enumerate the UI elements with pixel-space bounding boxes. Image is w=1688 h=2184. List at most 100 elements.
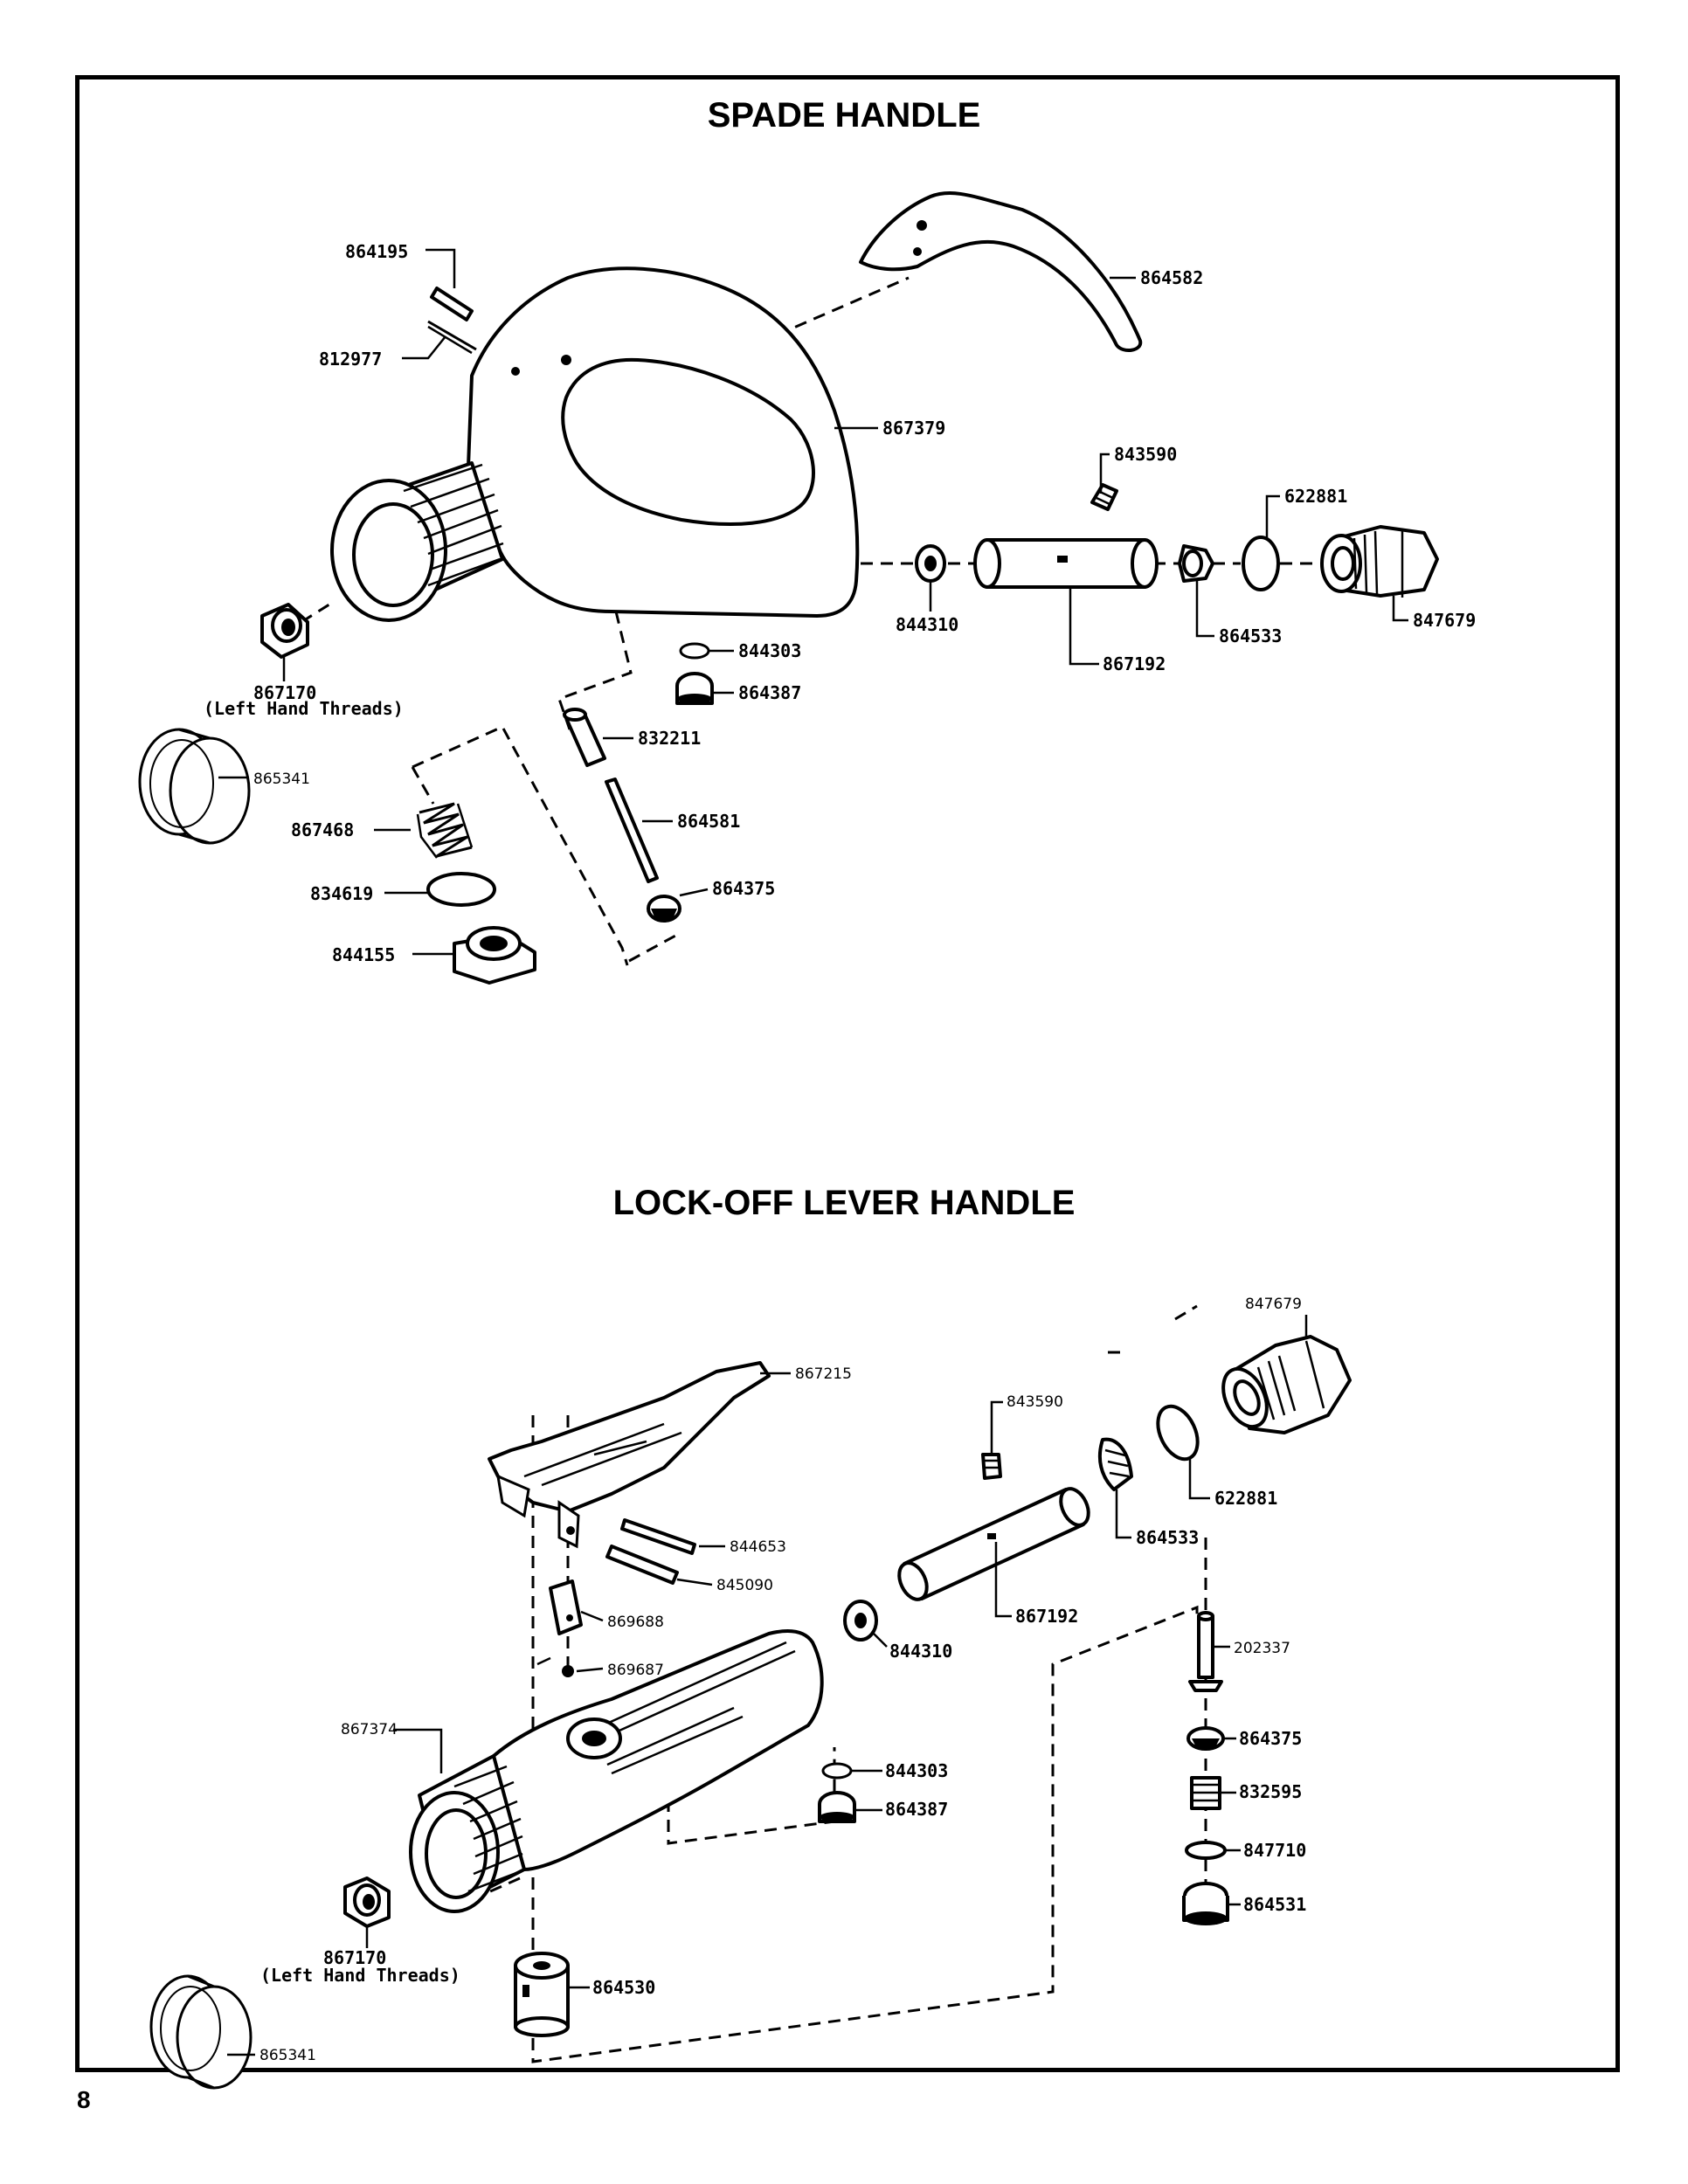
assembly-line-nozzle	[480, 1876, 521, 1897]
assembly-line-throttle	[667, 1747, 836, 1845]
assembly-line-inlet	[1108, 1304, 1198, 1354]
cap-864531	[1182, 1882, 1229, 1925]
inlet-bushing-867170	[260, 603, 309, 659]
throttle-body-864530	[514, 1952, 570, 2037]
assembly-line-throttle	[412, 725, 629, 966]
seal-844303	[679, 642, 710, 660]
ring-865341-lockoff	[149, 1974, 253, 2090]
spring-867468	[416, 802, 474, 859]
leader-867374	[393, 1728, 443, 1773]
valve-seat-864387-lockoff	[818, 1791, 856, 1823]
valve-seat-864387	[675, 672, 714, 705]
label-869687: 869687	[607, 1662, 664, 1679]
roll-pin-864195	[430, 287, 474, 321]
label-867170-lockoff: 867170	[323, 1947, 386, 1968]
o-ring-622881-lockoff	[1156, 1404, 1200, 1462]
label-864375: 864375	[712, 878, 775, 899]
cap-844155	[453, 926, 536, 985]
valve-stem-864581	[605, 778, 659, 883]
label-867170-note: (Left Hand Threads)	[204, 698, 404, 719]
filter-843590-lockoff	[981, 1453, 1002, 1480]
label-202337: 202337	[1234, 1640, 1290, 1657]
valve-864375-lockoff	[1186, 1726, 1225, 1751]
o-ring-834619	[426, 872, 496, 907]
ring-865341	[138, 728, 251, 845]
washer-844310	[915, 544, 946, 583]
spring-832595	[1190, 1776, 1221, 1810]
pin-844653	[620, 1518, 696, 1555]
threaded-nozzle	[330, 461, 504, 622]
seal-844303-lockoff	[821, 1762, 853, 1780]
label-847679: 847679	[1413, 610, 1476, 631]
label-843590: 843590	[1114, 444, 1177, 465]
label-812977: 812977	[319, 349, 382, 370]
o-ring-622881	[1242, 536, 1280, 591]
seal-847710	[1185, 1841, 1227, 1860]
leader-845090	[676, 1578, 713, 1586]
washer-844310-lockoff	[843, 1600, 878, 1641]
lock-off-handle-body-867374	[492, 1629, 824, 1871]
leader-844310	[873, 1633, 888, 1648]
label-847679-lockoff: 847679	[1245, 1296, 1302, 1313]
label-867170: 867170	[253, 682, 316, 703]
leader-864533	[1115, 1489, 1131, 1539]
plunger-832211	[563, 708, 606, 767]
label-864195: 864195	[345, 241, 408, 262]
label-867192: 867192	[1103, 653, 1166, 674]
label-865341: 865341	[253, 771, 310, 788]
label-864533: 864533	[1219, 625, 1282, 646]
label-864533-lockoff: 864533	[1136, 1527, 1199, 1548]
label-864582: 864582	[1140, 267, 1203, 288]
leader-622881	[1265, 494, 1280, 537]
label-867215: 867215	[795, 1365, 852, 1383]
leader-867192	[994, 1542, 1012, 1618]
filter-843590	[1090, 483, 1118, 511]
label-622881: 622881	[1284, 486, 1347, 507]
assembly-line-throttle-end	[411, 766, 678, 963]
page-border	[75, 75, 1620, 2072]
label-869688: 869688	[607, 1614, 664, 1631]
label-865341-lockoff: 865341	[259, 2047, 316, 2064]
leader-843590	[990, 1400, 1003, 1455]
lock-off-catch-869688	[549, 1579, 583, 1635]
leader-864533	[1195, 581, 1214, 638]
label-844310: 844310	[896, 614, 958, 635]
label-622881-lockoff: 622881	[1214, 1488, 1277, 1509]
label-832595: 832595	[1239, 1781, 1302, 1802]
lock-off-lever-handle-diagram: 847679 867215 843590 622881 844653 86453…	[149, 1296, 1352, 2090]
label-867192-lockoff: 867192	[1015, 1606, 1078, 1627]
leader-867192	[1069, 587, 1099, 666]
leader-843590	[1099, 453, 1110, 494]
label-864530: 864530	[592, 1977, 655, 1998]
lever-864582	[859, 190, 1143, 352]
inlet-plug-847679-lockoff	[1221, 1335, 1352, 1434]
inlet-bushing-867170-lockoff	[343, 1876, 391, 1928]
label-864375-lockoff: 864375	[1239, 1728, 1302, 1749]
valve-stem-202337	[1188, 1611, 1223, 1692]
label-834619: 834619	[310, 883, 373, 904]
leader-869688	[580, 1610, 604, 1622]
valve-sleeve-867192	[973, 538, 1159, 589]
valve-864533	[1178, 544, 1214, 583]
valve-sleeve-867192-lockoff	[897, 1487, 1090, 1601]
label-867170-note-lockoff: (Left Hand Threads)	[260, 1965, 460, 1986]
spade-handle-title: SPADE HANDLE	[707, 96, 981, 135]
page-number: 8	[77, 2086, 91, 2113]
label-864581: 864581	[677, 811, 740, 832]
label-844310-lockoff: 844310	[889, 1641, 952, 1662]
label-845090: 845090	[716, 1577, 773, 1594]
label-867468: 867468	[291, 819, 354, 840]
valve-864375	[647, 895, 681, 923]
ball-869687	[536, 1656, 574, 1677]
label-864387: 864387	[738, 682, 801, 703]
inlet-plug-847679	[1320, 525, 1439, 598]
leader-622881	[1188, 1459, 1210, 1500]
leader-847679	[1392, 596, 1408, 622]
threaded-nozzle-lockoff	[409, 1754, 526, 1913]
label-843590-lockoff: 843590	[1007, 1393, 1063, 1411]
label-844155: 844155	[332, 944, 395, 965]
label-864531: 864531	[1243, 1894, 1306, 1915]
leader-864375	[679, 888, 709, 897]
label-867374: 867374	[341, 1721, 398, 1738]
